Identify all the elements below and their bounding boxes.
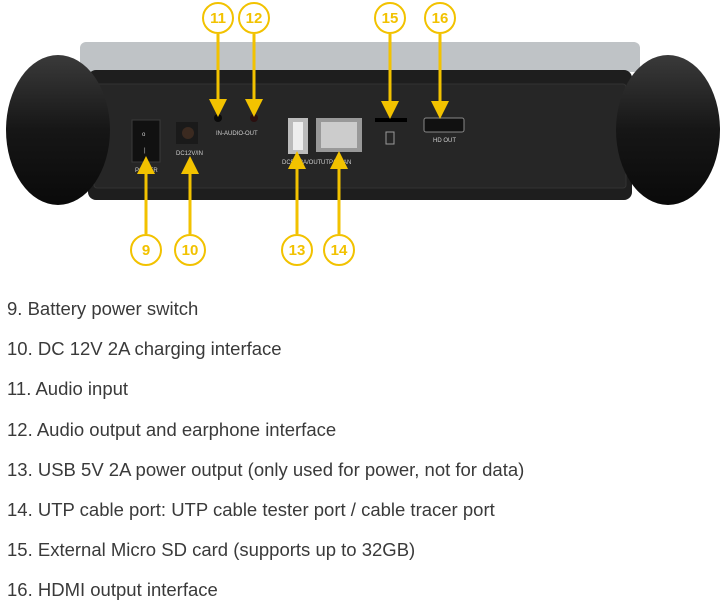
list-item: 15. External Micro SD card (supports up … [7,539,416,561]
callout-number: 10 [182,242,199,259]
callout-number: 16 [432,10,449,27]
callout-10: 10 [174,156,206,266]
feature-list: 9. Battery power switch 10. DC 12V 2A ch… [7,293,524,615]
callout-13: 13 [281,151,313,266]
callout-number: 11 [210,10,226,27]
svg-text:o: o [142,132,146,138]
callout-number: 9 [142,242,150,259]
callout-circle [374,2,406,34]
callout-circle [130,234,162,266]
dc-in-port: DC12V/IN [176,122,203,157]
callout-9: 9 [130,156,162,266]
callout-circle [281,234,313,266]
list-item: 11. Audio input [7,378,129,400]
sd-slot [375,118,407,145]
audio-label: IN-AUDIO-OUT [216,131,258,137]
callout-circle [238,2,270,34]
callout-11: 11 [202,2,234,117]
callout-number: 13 [289,242,306,259]
dc-in-label: DC12V/IN [176,151,203,157]
utp-port: UTP/SCAN [316,118,362,166]
callout-circle [174,234,206,266]
left-bumper [6,55,110,205]
callout-circle [323,234,355,266]
callout-number: 12 [246,10,263,27]
list-item: 16. HDMI output interface [7,579,218,601]
callout-number: 14 [331,242,348,259]
hdmi-label: HD OUT [433,138,456,144]
utp-label: UTP/SCAN [321,160,351,166]
callout-number: 15 [382,10,399,27]
list-item: 9. Battery power switch [7,298,199,319]
callout-16: 16 [424,2,456,119]
callout-circle [424,2,456,34]
device-body [6,42,720,205]
right-bumper [616,55,720,205]
list-item: 14. UTP cable port: UTP cable tester por… [7,498,495,520]
usb-label: DC5V/2A/OUT [282,160,322,166]
callout-15: 15 [374,2,406,119]
callout-circle [202,2,234,34]
callout-14: 14 [323,151,355,266]
list-item: 10. DC 12V 2A charging interface [7,338,282,360]
list-item: 13. USB 5V 2A power output (only used fo… [7,458,525,480]
list-item: 12. Audio output and earphone interface [7,418,337,440]
device-diagram: o| POWER DC12V/IN IN-AUDIO-OUT DC5V/2A/O… [6,2,720,266]
callout-12: 12 [238,2,270,117]
svg-text:|: | [144,148,146,154]
